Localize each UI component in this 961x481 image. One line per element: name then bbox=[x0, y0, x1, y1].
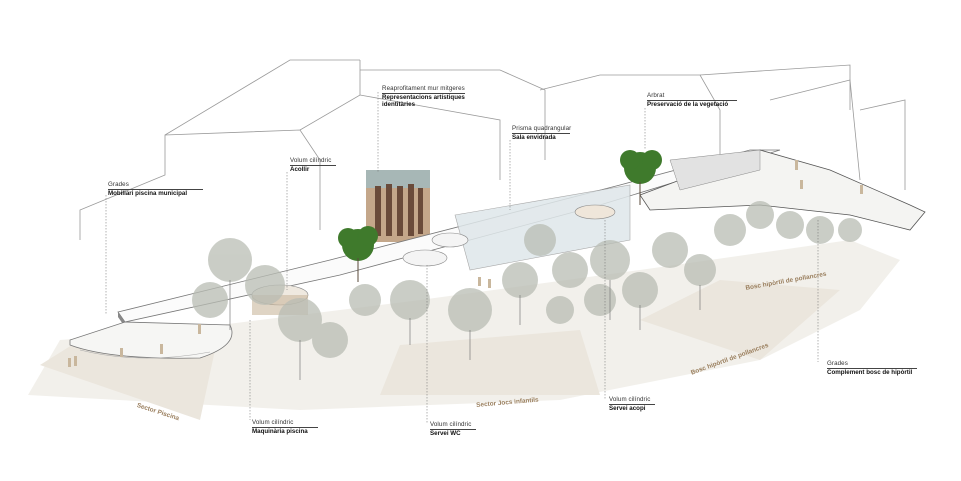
label-title: Grades bbox=[108, 181, 129, 188]
label-grades-bosc: Grades Complement bosc de hipòrtil bbox=[827, 360, 917, 376]
label-subtitle: Representacions artístiques bbox=[382, 94, 465, 102]
label-subtitle: Complement bosc de hipòrtil bbox=[827, 369, 913, 377]
label-subtitle: Servei WC bbox=[430, 430, 461, 438]
tree-trunks bbox=[229, 280, 701, 380]
sector-wedge-jocs bbox=[380, 330, 600, 395]
label-title: Prisma quadrangular bbox=[512, 125, 572, 132]
label-volum-maquinaria: Volum cilíndric Maquinària piscina bbox=[252, 419, 318, 435]
label-title: Arbrat bbox=[647, 92, 665, 99]
label-title: Grades bbox=[827, 360, 848, 367]
label-volum-acollir: Volum cilíndric Acollir bbox=[290, 157, 336, 173]
label-subtitle: Mobiliari piscina municipal bbox=[108, 190, 188, 198]
background-buildings bbox=[79, 59, 906, 240]
label-subtitle: Servei acopi bbox=[609, 405, 646, 413]
label-mur-mitgeres: Reaprofitament mur mitgeres Representaci… bbox=[382, 85, 465, 108]
label-volum-wc: Volum cilíndric Servei WC bbox=[430, 421, 476, 437]
cylinder-acopi bbox=[574, 204, 616, 220]
label-subtitle: Acollir bbox=[290, 166, 310, 174]
sector-wedge-piscina bbox=[40, 340, 215, 420]
people-figures bbox=[68, 160, 863, 367]
label-title: Reaprofitament mur mitgeres bbox=[382, 85, 465, 92]
label-arbrat: Arbrat Preservació de la vegetació bbox=[647, 92, 737, 108]
label-title: Volum cilíndric bbox=[430, 421, 472, 428]
label-title: Volum cilíndric bbox=[290, 157, 332, 164]
tree-canopies bbox=[192, 201, 862, 358]
preserved-trees bbox=[338, 150, 662, 261]
label-prisma: Prisma quadrangular Sala envidrada bbox=[512, 125, 571, 141]
sector-wedge-bosc bbox=[640, 280, 840, 360]
label-volum-acopi: Volum cilíndric Servei acopi bbox=[609, 396, 655, 412]
label-title: Volum cilíndric bbox=[252, 419, 294, 426]
label-subtitle: Preservació de la vegetació bbox=[647, 101, 729, 109]
grades-left bbox=[69, 321, 233, 359]
cylinder-wc bbox=[402, 249, 448, 267]
label-subtitle: Maquinària piscina bbox=[252, 428, 308, 436]
leader-lines bbox=[105, 92, 819, 424]
label-subtitle: Sala envidrada bbox=[512, 134, 556, 142]
mural-artwork bbox=[366, 170, 430, 242]
label-grades-piscina: Grades Mobiliari piscina municipal bbox=[108, 181, 203, 197]
label-subtitle: identitàries bbox=[382, 101, 416, 109]
label-title: Volum cilíndric bbox=[609, 396, 651, 403]
